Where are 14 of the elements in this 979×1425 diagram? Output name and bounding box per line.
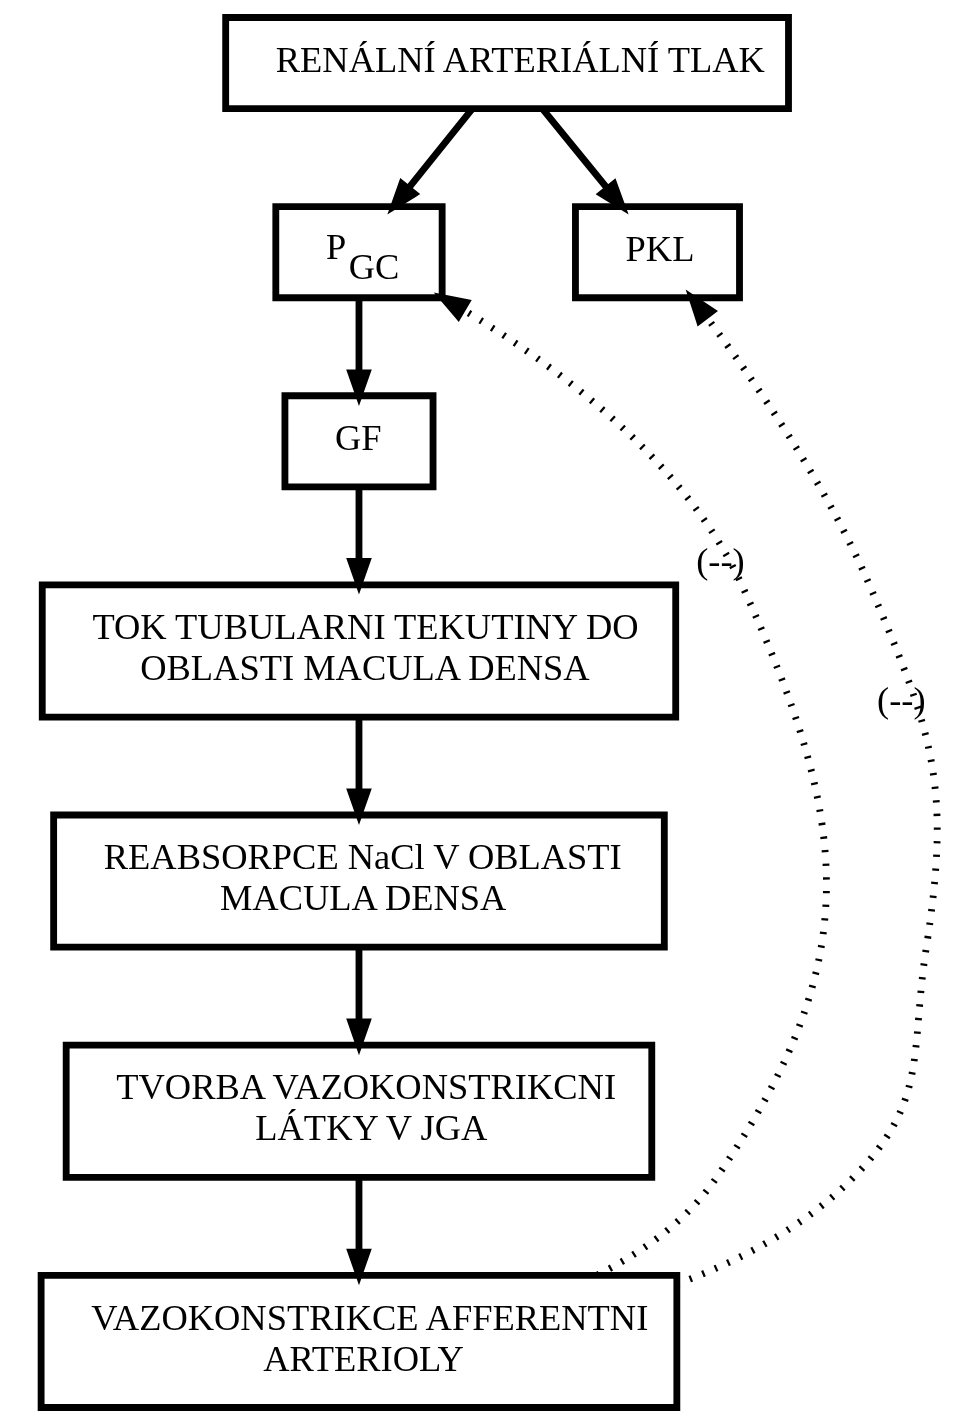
- node-box: TOK TUBULARNI TEKUTINY DO OBLASTI MACULA DENSA: [38, 581, 680, 721]
- arrow: [346, 1177, 372, 1286]
- node-box: RENÁLNÍ ARTERIÁLNÍ TLAK: [222, 14, 792, 113]
- edge-label: (--): [696, 541, 745, 582]
- arrow: [346, 298, 372, 406]
- edge-label: (--): [877, 680, 926, 721]
- arrow: [346, 487, 372, 595]
- node-box: GF: [281, 392, 437, 491]
- node-box: VAZOKONSTRIKCE AFFERENTNI ARTERIOLY: [37, 1271, 681, 1411]
- arrow: [346, 947, 372, 1056]
- arrow: [346, 717, 372, 825]
- node-box: REABSORPCE NaCl V OBLASTI MACULA DENSA: [50, 811, 668, 951]
- node-box: TVORBA VAZOKONSTRIKCNI LÁTKY V JGA: [62, 1041, 656, 1181]
- node-box: PKL: [572, 203, 743, 302]
